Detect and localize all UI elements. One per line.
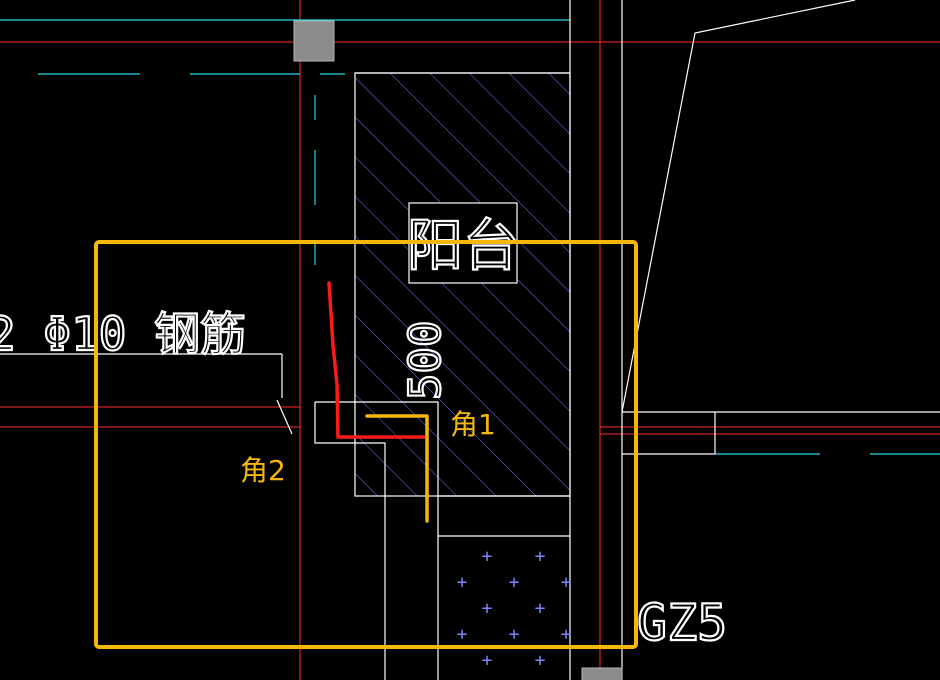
svg-text:+: + [535,650,546,671]
svg-text:+: + [509,624,520,645]
svg-text:+: + [482,546,493,567]
grip-handle[interactable] [581,667,623,680]
rebar-redline-markup [327,281,426,439]
corner-2-label: 角2 [240,454,286,487]
svg-text:+: + [457,572,468,593]
svg-text:+: + [457,624,468,645]
svg-text:+: + [509,572,520,593]
cyan-lines [0,19,940,455]
svg-text:+: + [535,546,546,567]
balcony-label: 阳台 [407,214,519,279]
svg-text:+: + [561,624,572,645]
grip-handle[interactable] [293,20,335,62]
column-fill-pattern: + + + + + + + + + + + + [457,546,572,671]
dimension-label: 500 [400,321,451,400]
svg-text:+: + [482,650,493,671]
rebar-yellow-markup [365,414,429,523]
svg-text:+: + [561,572,572,593]
corner-1-label: 角1 [450,408,496,441]
svg-text:+: + [482,598,493,619]
highlight-frame [94,240,638,649]
svg-text:+: + [535,598,546,619]
rebar-callout: 2 Φ10 钢筋 [0,307,246,361]
column-tag: GZ5 [637,594,727,652]
